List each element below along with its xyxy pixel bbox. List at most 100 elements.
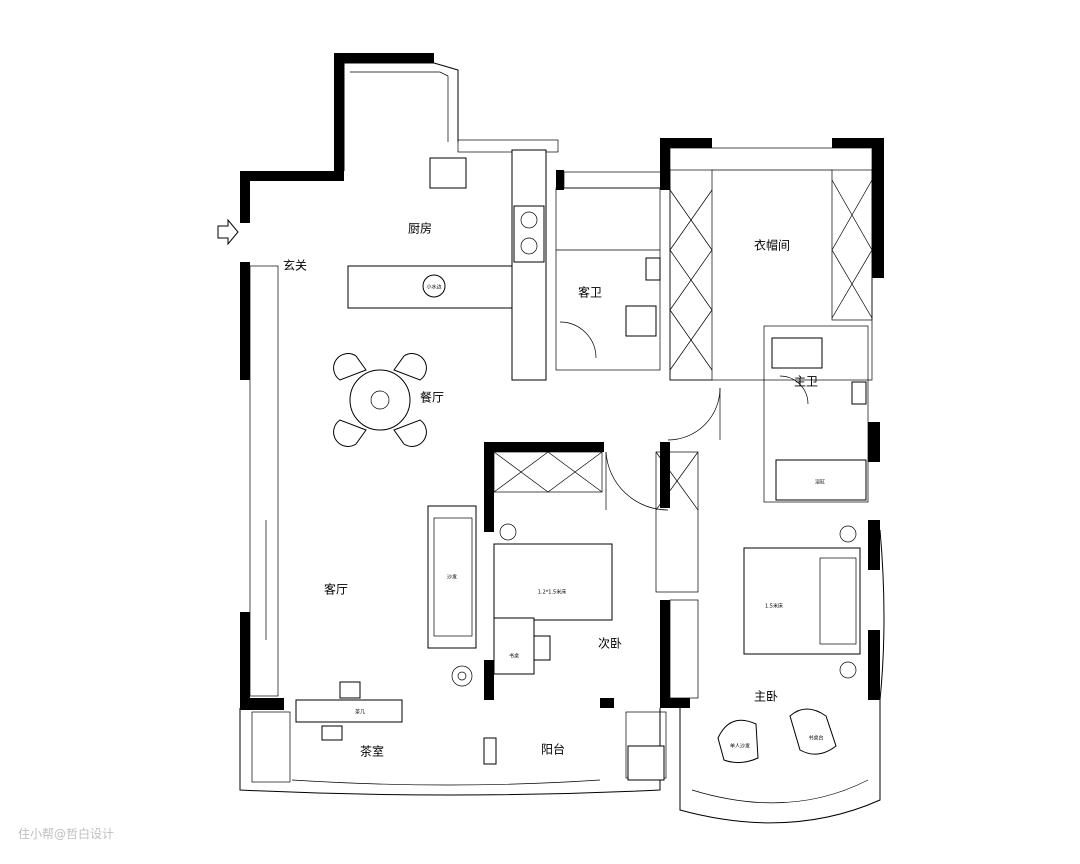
guestbath-outline	[555, 187, 661, 371]
balcony-rail	[291, 779, 601, 786]
lamp	[839, 525, 857, 543]
wall-right-mid2	[868, 520, 880, 570]
kitchen-window	[457, 139, 559, 153]
guestbath-window	[563, 171, 663, 189]
wall-balcony-divider	[600, 698, 614, 708]
sofa-label: 沙发	[447, 574, 457, 581]
room-balcony: 阳台	[541, 742, 565, 757]
master-bath-outline	[763, 325, 869, 503]
room-labels: 厨房 玄关 餐厅 客厅 客卫 衣帽间 主卫 次卧 主卧 茶室 阳台	[283, 221, 818, 759]
wall-cloak-top	[660, 138, 670, 190]
cloakroom-outline	[669, 147, 873, 381]
dining-chair	[333, 353, 367, 381]
island-label: 小水边	[426, 284, 441, 291]
bedroom2-door-swing	[605, 451, 669, 511]
sofa	[427, 505, 477, 649]
wall-master-bottom-left	[660, 698, 690, 708]
wall-right-mid	[868, 422, 880, 462]
wall-bedroom2-left-b	[484, 660, 494, 700]
guest-toilet	[645, 257, 661, 281]
bathtub	[775, 459, 867, 501]
cloakroom-left-wardrobe	[669, 169, 713, 381]
kitchen-ext-inner	[350, 71, 449, 142]
outline	[239, 62, 885, 824]
wall-guestbath-top	[556, 170, 564, 190]
balcony-outline	[239, 708, 661, 796]
walls	[240, 53, 884, 710]
plant	[451, 665, 473, 687]
watermark: 住小帮@哲白设计	[18, 826, 114, 841]
dining-chair	[393, 353, 427, 381]
dining-table	[349, 369, 411, 431]
stove	[513, 205, 545, 263]
room-master-bedroom: 主卧	[754, 690, 778, 704]
tea-stool	[321, 725, 343, 741]
wall-bed2-right	[660, 600, 670, 698]
guest-shower	[625, 305, 657, 337]
kitchen-cabinet	[511, 149, 547, 381]
room-tea-room: 茶室	[360, 744, 384, 759]
side-table-label: 书桌台	[808, 735, 823, 742]
wall-kitchen-upper-left	[240, 171, 344, 181]
master-bed-label: 1.5米床	[765, 603, 783, 610]
wall-right-upper	[872, 138, 884, 278]
living-cabinet	[249, 265, 279, 697]
master-bath-sink	[771, 337, 823, 369]
wall-cloak-top-h2	[832, 138, 884, 148]
wall-left-upper	[240, 171, 250, 223]
room-guest-bath: 客卫	[578, 285, 602, 300]
masterbath-door-swing	[779, 375, 809, 405]
doors	[217, 218, 809, 511]
dining-chair	[333, 419, 367, 447]
bedroom2-wardrobe	[493, 451, 603, 493]
master-door-swing	[667, 387, 721, 441]
lamp	[499, 523, 517, 541]
wall-left-lower	[240, 612, 250, 708]
entrance-arrow	[217, 218, 239, 246]
room-dining: 餐厅	[420, 390, 444, 405]
room-kitchen: 厨房	[408, 221, 432, 236]
lounge-chair-label: 单人沙发	[730, 743, 750, 750]
second-bed-label: 1.2*1.5米床	[538, 589, 566, 596]
desk-label: 书桌	[509, 653, 519, 660]
kitchen-ext-outline	[344, 62, 459, 142]
wall-bedroom2-top	[484, 442, 604, 452]
washer	[627, 745, 665, 781]
second-bed	[493, 543, 613, 621]
room-living: 客厅	[324, 582, 348, 597]
master-toilet	[851, 381, 867, 405]
desk	[493, 617, 535, 675]
wall-right-lower	[868, 630, 880, 700]
tea-table	[295, 699, 403, 723]
guestbath-door-swing	[559, 321, 597, 359]
desk-chair	[533, 635, 551, 661]
tea-cabinet	[251, 711, 291, 783]
wall-bedroom2-left-a	[484, 442, 494, 532]
wall-left-bottom	[240, 698, 284, 710]
room-entrance: 玄关	[283, 258, 307, 273]
wall-left-mid	[240, 262, 250, 380]
bathtub-label: 浴缸	[815, 479, 825, 486]
side-table	[789, 708, 837, 755]
tea-stool	[339, 681, 361, 699]
kitchen-sink	[429, 157, 467, 189]
furniture: 小水边 沙发 1.2*1.5米床 书桌 1.5米床	[295, 157, 867, 781]
lounge-chair	[717, 719, 759, 764]
master-bed	[743, 547, 861, 655]
dining-chair	[393, 419, 427, 447]
island-sink	[422, 274, 446, 298]
room-master-bath: 主卫	[794, 375, 818, 389]
room-second-bedroom: 次卧	[598, 637, 622, 651]
room-cloakroom: 衣帽间	[754, 238, 790, 253]
lamp	[839, 661, 857, 679]
corridor-wardrobe	[655, 451, 699, 593]
cloakroom-right-wardrobe	[831, 169, 873, 321]
wall-kitchen-left	[334, 53, 344, 171]
wall-kitchen-top	[334, 53, 434, 63]
bay-window-right	[879, 529, 885, 701]
master-wardrobe	[669, 599, 699, 699]
balcony-stool	[483, 737, 497, 765]
master-bay-rail	[691, 779, 869, 804]
